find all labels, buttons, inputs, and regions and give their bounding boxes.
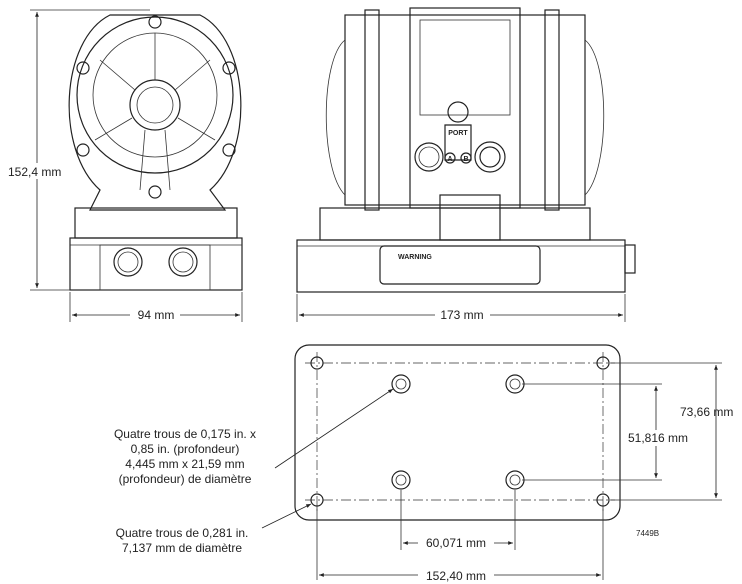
svg-text:Quatre trous de 0,175 in. x: Quatre trous de 0,175 in. x bbox=[114, 427, 256, 441]
port-label: PORT bbox=[448, 130, 468, 137]
through-hole-icon bbox=[310, 356, 610, 507]
inner-width-dimension: 60,071 mm bbox=[426, 536, 486, 550]
svg-text:4,445 mm x 21,59 mm: 4,445 mm x 21,59 mm bbox=[125, 457, 244, 471]
svg-text:(profondeur) de diamètre: (profondeur) de diamètre bbox=[119, 472, 252, 486]
svg-text:7,137 mm de diamètre: 7,137 mm de diamètre bbox=[122, 541, 242, 555]
port-b-label: B bbox=[463, 156, 468, 163]
front-height-dimension: 152,4 mm bbox=[8, 165, 61, 179]
through-holes-note: Quatre trous de 0,281 in. 7,137 mm de di… bbox=[116, 526, 249, 555]
side-width-dimension: 173 mm bbox=[440, 308, 483, 322]
mounting-view: 73,66 mm 51,816 mm 60,071 mm 152,40 mm 7… bbox=[114, 344, 733, 583]
outer-height-dimension: 73,66 mm bbox=[680, 405, 733, 419]
svg-text:0,85 in. (profondeur): 0,85 in. (profondeur) bbox=[131, 442, 240, 456]
bolt-icon bbox=[76, 15, 236, 199]
front-view: 152,4 mm 94 mm bbox=[6, 9, 243, 323]
blind-holes-note: Quatre trous de 0,175 in. x 0,85 in. (pr… bbox=[114, 427, 256, 486]
outer-width-dimension: 152,40 mm bbox=[426, 569, 486, 583]
svg-text:Quatre trous de 0,281 in.: Quatre trous de 0,281 in. bbox=[116, 526, 249, 540]
figure-id: 7449B bbox=[636, 529, 659, 538]
side-view: PORT A B WARNING 173 mm bbox=[296, 7, 636, 323]
front-width-dimension: 94 mm bbox=[138, 308, 175, 322]
inner-height-dimension: 51,816 mm bbox=[628, 431, 688, 445]
warning-label: WARNING bbox=[398, 254, 432, 261]
blind-hole-icon bbox=[391, 374, 525, 490]
port-a-label: A bbox=[447, 156, 452, 163]
